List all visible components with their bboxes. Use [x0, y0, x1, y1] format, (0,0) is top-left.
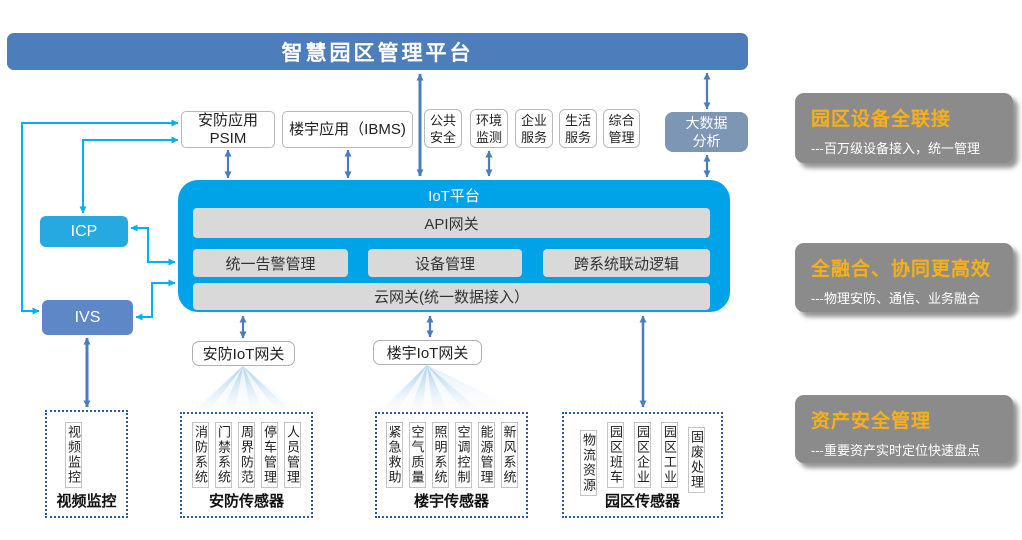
sensor-item: 园区工业	[661, 422, 678, 488]
platform-banner: 智慧园区管理平台	[7, 33, 748, 70]
video-monitor-label: 视频监控	[56, 493, 117, 510]
video-monitor-box: 视频监控 视频监控	[45, 410, 128, 518]
sensor-item: 新风系统	[500, 422, 518, 488]
icp-box: ICP	[40, 216, 128, 247]
benefit-panel-asset-safety: 资产安全管理 ---重要资产实时定位快速盘点	[795, 395, 1013, 463]
app-life-service: 生活服务	[559, 109, 597, 148]
sensor-item: 停车管理	[261, 422, 278, 488]
louyu-sensor-box: 紧急救助 空气质量 照明系统 空调控制 能源管理 新风系统 楼宇传感器	[375, 412, 528, 518]
app-bigdata-analysis: 大数据分析	[665, 112, 748, 152]
anfang-gateway-fan	[192, 366, 296, 410]
sensor-item: 紧急救助	[385, 422, 403, 488]
app-enterprise-service: 企业服务	[515, 109, 553, 148]
benefit-panel-device-connect: 园区设备全联接 ---百万级设备接入，统一管理	[795, 93, 1013, 163]
ibms-label: 楼宇应用（IBMS)	[289, 120, 406, 138]
ivs-box: IVS	[42, 300, 133, 335]
device-mgmt-box: 设备管理	[368, 249, 522, 277]
benefit-title: 全融合、协同更高效	[811, 259, 992, 280]
alarm-mgmt-box: 统一告警管理	[193, 249, 348, 277]
app-general-mgmt: 综合管理	[603, 109, 640, 148]
app-public-safety: 公共安全	[424, 109, 462, 148]
psim-line1: 安防应用	[197, 111, 258, 129]
psim-line2: PSIM	[209, 129, 247, 147]
app-psim: 安防应用 PSIM	[181, 111, 275, 148]
anfang-iot-gateway: 安防IoT网关	[192, 341, 295, 366]
sensor-item: 周界防范	[238, 422, 255, 488]
yuanqu-sensor-label: 园区传感器	[604, 493, 680, 510]
anfang-sensor-label: 安防传感器	[208, 493, 284, 510]
iot-platform: IoT平台 API网关 统一告警管理 设备管理 跨系统联动逻辑 云网关(统一数据…	[178, 180, 730, 312]
sensor-item: 人员管理	[284, 422, 301, 488]
iot-platform-title: IoT平台	[428, 188, 480, 205]
app-ibms: 楼宇应用（IBMS)	[282, 111, 413, 148]
sensor-item: 空调控制	[454, 422, 472, 488]
sensor-item: 物流资源	[580, 430, 597, 496]
sensor-item: 园区班车	[607, 422, 624, 488]
sensor-item: 空气质量	[408, 422, 426, 488]
sensor-item: 照明系统	[431, 422, 449, 488]
yuanqu-sensor-box: 物流资源 园区班车 园区企业 园区工业 固废处理 园区传感器	[562, 412, 723, 518]
benefit-panel-fusion: 全融合、协同更高效 ---物理安防、通信、业务融合	[795, 243, 1013, 312]
cloud-gateway-bar: 云网关(统一数据接入）	[193, 283, 710, 310]
benefit-title: 园区设备全联接	[811, 109, 952, 130]
benefit-title: 资产安全管理	[811, 411, 932, 432]
cross-system-linkage-box: 跨系统联动逻辑	[543, 249, 710, 277]
api-gateway-bar: API网关	[193, 208, 710, 238]
platform-title: 智慧园区管理平台	[281, 41, 474, 65]
app-env-monitor: 环境监测	[470, 109, 508, 148]
sensor-item: 能源管理	[477, 422, 495, 488]
sensor-item: 园区企业	[634, 422, 651, 488]
benefit-desc: ---物理安防、通信、业务融合	[811, 291, 980, 306]
louyu-sensor-label: 楼宇传感器	[413, 493, 489, 510]
benefit-desc: ---重要资产实时定位快速盘点	[811, 443, 980, 458]
louyu-iot-gateway: 楼宇IoT网关	[373, 340, 482, 365]
louyu-gateway-fan	[378, 365, 520, 410]
video-monitor-column: 视频监控	[65, 422, 82, 488]
benefit-desc: ---百万级设备接入，统一管理	[811, 141, 980, 156]
sensor-item: 固废处理	[688, 427, 705, 493]
sensor-item: 消防系统	[192, 422, 209, 488]
anfang-sensor-box: 消防系统 门禁系统 周界防范 停车管理 人员管理 安防传感器	[180, 412, 313, 518]
sensor-item: 门禁系统	[215, 422, 232, 488]
